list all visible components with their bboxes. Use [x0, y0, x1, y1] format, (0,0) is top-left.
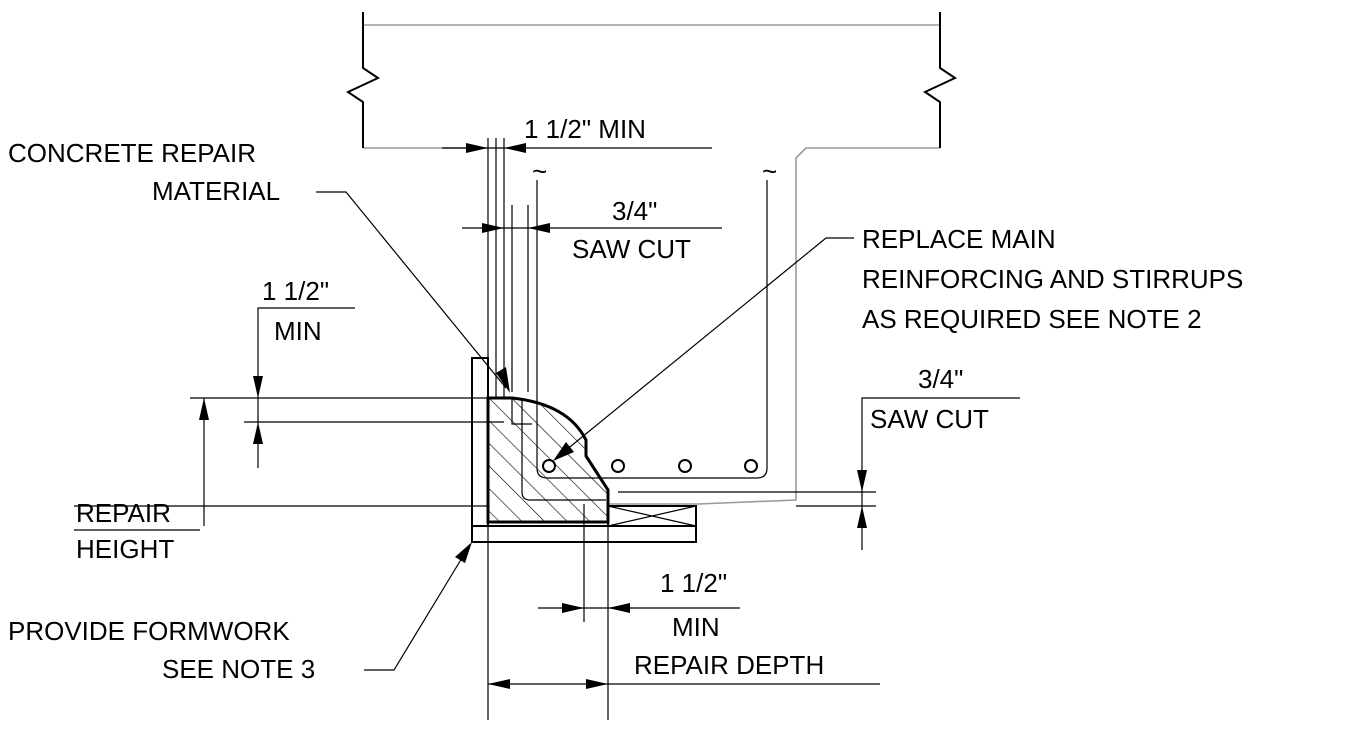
inner-stirrup-hook [511, 398, 532, 425]
left-min-label: MIN [274, 316, 322, 346]
bottom-min-label: MIN [672, 612, 720, 642]
repair-height-label-2: HEIGHT [76, 534, 174, 564]
flange-break-right [922, 12, 958, 148]
rebar [744, 459, 758, 473]
repair-height-label-1: REPAIR [76, 498, 171, 528]
repair-depth-dimension: REPAIR DEPTH [487, 526, 880, 720]
left-min-value: 1 1/2" [262, 276, 329, 306]
bottom-min-dimension: 1 1/2" MIN [538, 504, 740, 720]
bottom-min-value: 1 1/2" [660, 568, 727, 598]
concrete-repair-label-1: CONCRETE REPAIR [8, 138, 256, 168]
left-min-dimension: 1 1/2" MIN [190, 276, 504, 468]
concrete-member-outline [363, 24, 940, 505]
formwork-label-2: SEE NOTE 3 [162, 654, 315, 684]
repair-depth-label: REPAIR DEPTH [634, 650, 824, 680]
formwork-label-1: PROVIDE FORMWORK [8, 616, 290, 646]
break-mark-2: ~ [762, 156, 777, 186]
replace-reinforcing-callout: REPLACE MAIN REINFORCING AND STIRRUPS AS… [553, 224, 1243, 461]
repair-height-dimension: REPAIR HEIGHT [74, 398, 488, 564]
replace-label-1: REPLACE MAIN [862, 224, 1056, 254]
saw-cut-right-label: SAW CUT [870, 404, 989, 434]
concrete-repair-label-2: MATERIAL [152, 176, 280, 206]
web-guide-lines [487, 138, 529, 398]
replace-label-2: REINFORCING AND STIRRUPS [862, 264, 1243, 294]
replace-label-3: AS REQUIRED SEE NOTE 2 [862, 304, 1202, 334]
saw-cut-top-value: 3/4" [612, 196, 657, 226]
top-cover-label: 1 1/2" MIN [524, 114, 646, 144]
rebar [611, 459, 625, 473]
saw-cut-right-value: 3/4" [918, 364, 963, 394]
top-cover-dimension: 1 1/2" MIN [442, 114, 712, 153]
rebar [678, 459, 692, 473]
concrete-repair-callout: CONCRETE REPAIR MATERIAL [8, 138, 510, 393]
break-mark-1: ~ [532, 156, 547, 186]
flange-break-left [345, 12, 381, 148]
formwork-callout: PROVIDE FORMWORK SEE NOTE 3 [8, 542, 472, 684]
saw-cut-top-label: SAW CUT [572, 234, 691, 264]
saw-cut-right-dimension: 3/4" SAW CUT [618, 364, 1020, 550]
concrete-repair-material [486, 396, 610, 524]
saw-cut-top-dimension: 3/4" SAW CUT [462, 196, 722, 264]
